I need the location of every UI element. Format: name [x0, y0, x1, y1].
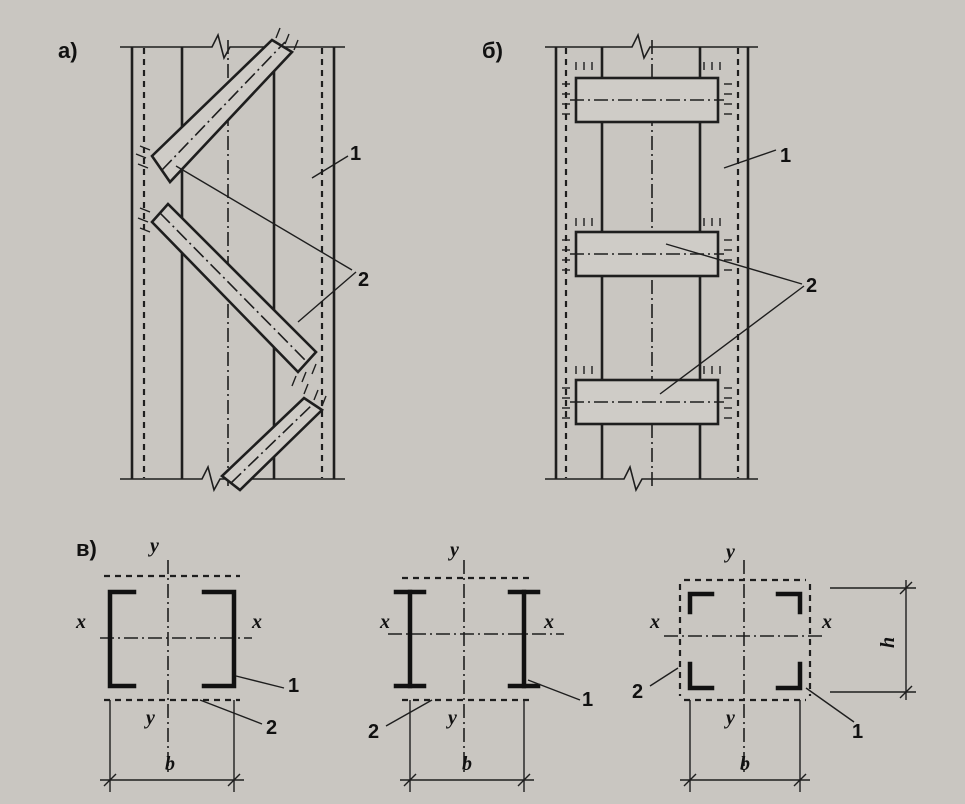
panel-a-brace-2 — [137, 202, 318, 387]
section-3-y-bottom: y — [724, 707, 735, 729]
panel-b-batten-3 — [570, 378, 724, 426]
panel-a-brace-3 — [220, 383, 327, 492]
section-1-y-bottom: y — [144, 707, 155, 729]
section-1-y-top: y — [148, 535, 159, 557]
section-3-angle-bl — [687, 661, 715, 691]
section-2-b: b — [462, 753, 472, 775]
panel-a-callout-1-leader — [311, 155, 349, 179]
panel-b-batten-2 — [570, 230, 724, 278]
panel-b-weld-hatching — [562, 62, 732, 419]
panel-a-callout-1: 1 — [350, 143, 361, 165]
section-2-x-right: x — [543, 611, 554, 633]
panel-a-callout-2-leader-a — [175, 165, 353, 271]
section-3-angle-br — [775, 661, 803, 691]
panel-b-callout-2-leader-b — [659, 285, 805, 395]
section-1-channel-right — [201, 589, 237, 689]
section-3-callout-2: 2 — [632, 681, 643, 703]
section-3-h: h — [877, 637, 899, 648]
section-3-callout-1: 1 — [852, 721, 863, 743]
panel-a: а) — [58, 27, 369, 493]
section-3-angle-tr — [775, 591, 803, 615]
panel-b-callout-1-leader — [723, 149, 777, 169]
panel-b-label: б) — [482, 38, 503, 63]
panel-b-batten-1 — [570, 76, 724, 124]
section-2-x-left: x — [379, 611, 390, 633]
section-3-y-top: y — [724, 541, 735, 563]
section-3-b: b — [740, 753, 750, 775]
panel-b-callout-2: 2 — [806, 275, 817, 297]
section-1-x-left: x — [75, 611, 86, 633]
section-3-x-left: x — [649, 611, 660, 633]
section-i-beams: y y x x b 1 2 — [368, 539, 593, 792]
section-2-y-top: y — [448, 539, 459, 561]
panel-a-callout-2: 2 — [358, 269, 369, 291]
panel-b-callout-2-leader-a — [665, 243, 803, 285]
section-1-callout-2: 2 — [266, 717, 277, 739]
section-2-y-bottom: y — [446, 707, 457, 729]
panel-a-top-break-line — [120, 32, 345, 61]
panel-c-label: в) — [76, 536, 97, 561]
panel-b-callout-1: 1 — [780, 145, 791, 167]
panel-b: б) — [482, 32, 817, 493]
section-2-ibeam-left — [393, 589, 427, 689]
section-1-b: b — [165, 753, 175, 775]
section-1-callout-1: 1 — [288, 675, 299, 697]
section-four-angles: y y x x b h 1 2 — [632, 541, 916, 792]
section-2-callout-2: 2 — [368, 721, 379, 743]
section-1-channel-left — [107, 589, 137, 689]
panel-b-bottom-break-line — [545, 464, 758, 493]
panel-a-label: а) — [58, 38, 78, 63]
panel-a-brace-1 — [135, 27, 299, 185]
section-3-angle-tl — [687, 591, 715, 615]
section-2-callout-1: 1 — [582, 689, 593, 711]
panel-c: в) y y x x b 1 2 — [75, 535, 916, 792]
section-3-x-right: x — [821, 611, 832, 633]
panel-a-callout-2-leader-b — [297, 271, 357, 323]
section-2-ibeam-right — [507, 589, 541, 689]
section-1-x-right: x — [251, 611, 262, 633]
section-channels-outward: y y x x b 1 2 — [75, 535, 299, 792]
panel-b-top-break-line — [545, 32, 758, 61]
